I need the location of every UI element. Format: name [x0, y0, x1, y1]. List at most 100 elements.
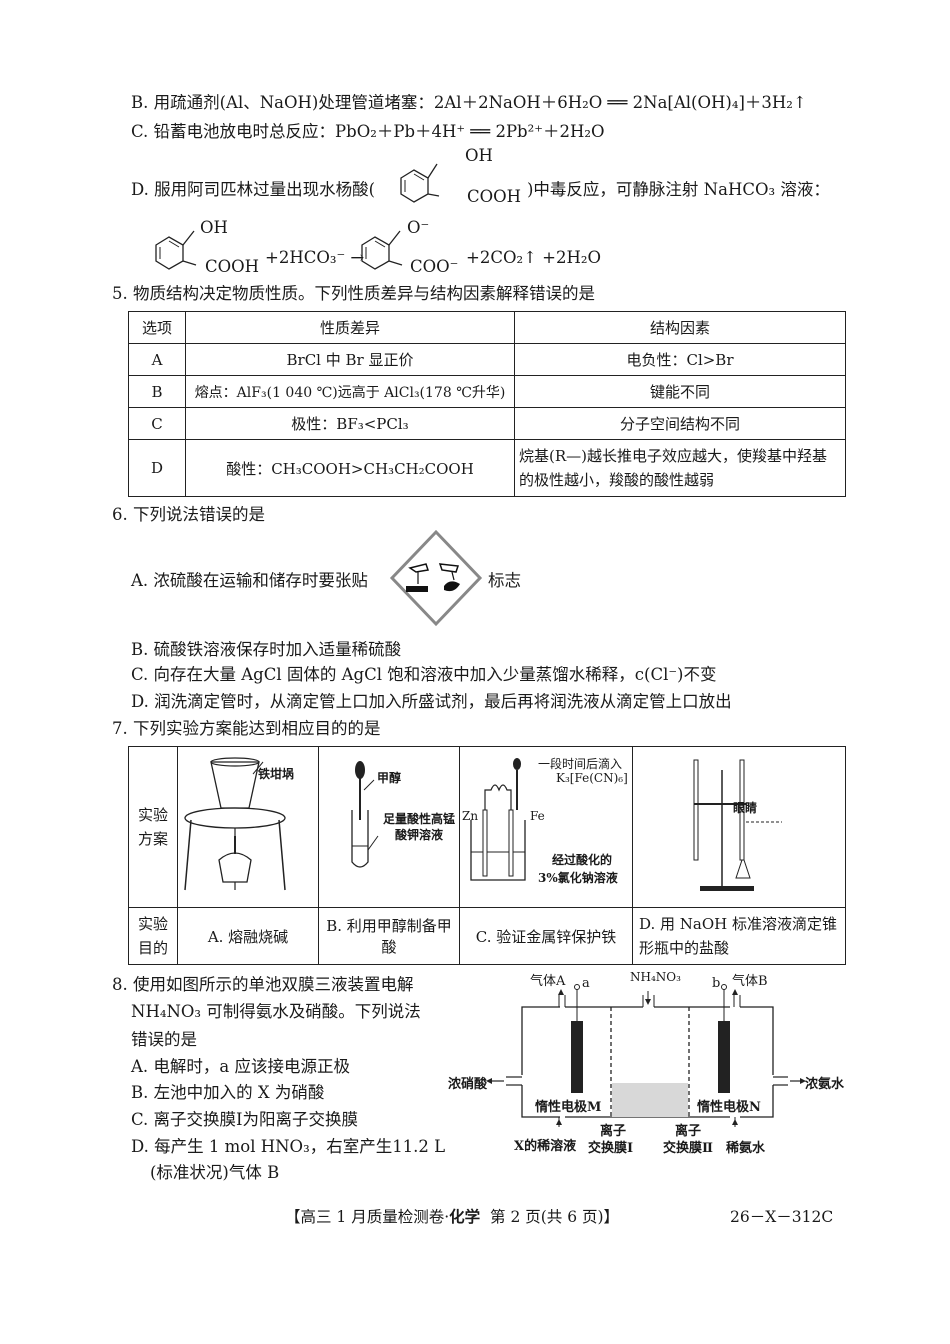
- row-property: 酸性：CH₃COOH>CH₃CH₂COOH: [185, 439, 515, 497]
- q8-option-c: C. 离子交换膜Ⅰ为阳离子交换膜: [131, 1110, 359, 1129]
- reaction-tail: +2CO₂↑ +2H₂O: [466, 248, 602, 267]
- figure-c-label-nacl: 3%氯化钠溶液: [538, 871, 618, 885]
- reaction-reagent: +2HCO₃⁻ →: [265, 248, 365, 267]
- header-factor: 结构因素: [514, 311, 846, 344]
- purpose-c: C. 验证金属锌保护铁: [459, 907, 633, 965]
- diagram-inlet-x-dilute: X的稀溶液: [514, 1139, 577, 1154]
- figure-c-label-reagent: K₃[Fe(CN)₆]: [556, 771, 628, 785]
- q8-stem-line3: 错误的是: [131, 1030, 197, 1049]
- crucible-apparatus-figure: [184, 757, 286, 891]
- row-factor: 烷基(R—)越长推电子效应越大，使羧基中羟基的极性越小，羧酸的酸性越弱: [514, 439, 846, 497]
- row-label-purpose: 实验目的: [128, 907, 178, 965]
- figure-c-cell: 一段时间后滴入 K₃[Fe(CN)₆] Zn Fe 经过酸化的 3%氯化钠溶液: [459, 746, 633, 908]
- figure-c-label-acidified: 经过酸化的: [552, 853, 613, 867]
- q6-option-b: B. 硫酸铁溶液保存时加入适量稀硫酸: [131, 640, 402, 659]
- diagram-inlet-dilute-ammonia: 稀氨水: [726, 1141, 766, 1156]
- q6-option-a-before: A. 浓硫酸在运输和储存时要张贴: [131, 571, 368, 590]
- footer-subject: 化学: [449, 1207, 481, 1226]
- figure-c-label-zn: Zn: [462, 809, 479, 823]
- figure-b-label-kmno4: 足量酸性高锰酸钾溶液: [382, 812, 455, 842]
- row-property: 熔点：AlF₃(1 040 ℃)远高于 AlCl₃(178 ℃升华): [185, 375, 515, 408]
- row-factor: 电负性：Cl>Br: [514, 343, 846, 376]
- table-header-row: 选项 性质差异 结构因素: [128, 311, 846, 344]
- table-row: C 极性：BF₃<PCl₃ 分子空间结构不同: [128, 407, 846, 440]
- q6-option-c: C. 向存在大量 AgCl 固体的 AgCl 饱和溶液中加入少量蒸馏水稀释，c(…: [131, 665, 717, 684]
- q4-option-c-text: C. 铅蓄电池放电时总反应：: [131, 122, 336, 141]
- test-tube-figure: [351, 761, 379, 868]
- table-row: B 熔点：AlF₃(1 040 ℃)远高于 AlCl₃(178 ℃升华) 键能不…: [128, 375, 846, 408]
- row-label-plan: 实验方案: [128, 746, 178, 908]
- purpose-b: B. 利用甲醇制备甲酸: [318, 907, 460, 965]
- structure-oh-label: OH: [465, 146, 493, 165]
- diagram-feed-nh4no3: NH₄NO₃: [630, 970, 681, 984]
- reactant-oh: OH: [200, 218, 228, 237]
- titration-figure: [693, 759, 782, 891]
- row-option: C: [128, 407, 186, 440]
- diagram-membrane-2-label2: 交换膜Ⅱ: [663, 1141, 713, 1156]
- product-coo-minus: COO⁻: [410, 257, 459, 276]
- q5-stem: 5. 物质结构决定物质性质。下列性质差异与结构因素解释错误的是: [112, 284, 595, 303]
- q4-option-d-text-before: D. 服用阿司匹林过量出现水杨酸(: [131, 180, 376, 199]
- purpose-d: D. 用 NaOH 标准溶液滴定锥形瓶中的盐酸: [632, 907, 846, 965]
- figure-a-cell: 铁坩埚: [177, 746, 319, 908]
- plan-row: 实验方案 铁坩埚: [128, 746, 846, 908]
- diagram-outlet-concentrated-nitric-acid: 浓硝酸: [448, 1077, 488, 1092]
- q4-option-c-equation: PbO₂＋Pb＋4H⁺ ══ 2Pb²⁺＋2H₂O: [335, 122, 605, 141]
- structure-cooh-label: COOH: [467, 187, 522, 206]
- table-row: A BrCl 中 Br 显正价 电负性：Cl>Br: [128, 343, 846, 376]
- q7-stem: 7. 下列实验方案能达到相应目的的是: [112, 719, 381, 738]
- diagram-gas-b: 气体B: [732, 974, 768, 989]
- table-row: D 酸性：CH₃COOH>CH₃CH₂COOH 烷基(R—)越长推电子效应越大，…: [128, 439, 846, 497]
- q7-table: 实验方案 铁坩埚: [128, 746, 846, 965]
- purpose-label: 实验目的: [137, 915, 168, 957]
- galvanic-cell-figure: [470, 758, 526, 881]
- purpose-row: 实验目的 A. 熔融烧碱 B. 利用甲醇制备甲酸 C. 验证金属锌保护铁 D. …: [128, 907, 846, 965]
- electrolysis-cell-diagram: [486, 984, 806, 1127]
- row-factor: 键能不同: [514, 375, 846, 408]
- q4-option-b-text: B. 用疏通剂(Al、NaOH)处理管道堵塞：: [131, 93, 434, 112]
- diagram-outlet-concentrated-ammonia: 浓氨水: [805, 1077, 845, 1092]
- reactant-structure: [155, 230, 197, 270]
- header-property: 性质差异: [185, 311, 515, 344]
- header-option: 选项: [128, 311, 186, 344]
- q8-option-a: A. 电解时，a 应该接电源正极: [131, 1057, 350, 1076]
- diagram-electrode-m: 惰性电极M: [535, 1100, 602, 1115]
- product-o-minus: O⁻: [407, 218, 430, 237]
- figure-a-label: 铁坩埚: [258, 767, 295, 781]
- q6-stem: 6. 下列说法错误的是: [112, 505, 265, 524]
- q4-option-c: C. 铅蓄电池放电时总反应：PbO₂＋Pb＋4H⁺ ══ 2Pb²⁺＋2H₂O: [131, 122, 604, 142]
- diagram-terminal-b: b: [712, 976, 721, 991]
- diagram-electrode-n: 惰性电极N: [697, 1100, 761, 1115]
- figure-c-label-fe: Fe: [530, 809, 545, 823]
- footer-page-number: 第 2 页(共 6 页)】: [480, 1208, 620, 1226]
- q8-option-d-line1: D. 每产生 1 mol HNO₃，右室产生11.2 L: [131, 1137, 446, 1156]
- plan-label: 实验方案: [137, 806, 168, 848]
- purpose-a: A. 熔融烧碱: [177, 907, 319, 965]
- row-factor: 分子空间结构不同: [514, 407, 846, 440]
- diagram-gas-a: 气体A: [530, 974, 566, 989]
- salicylic-acid-structure: [400, 163, 440, 203]
- figure-b-label-methanol: 甲醇: [377, 771, 402, 785]
- row-option: D: [128, 439, 186, 497]
- q5-table: 选项 性质差异 结构因素 A BrCl 中 Br 显正价 电负性：Cl>Br B…: [128, 311, 846, 497]
- diagram-membrane-1-label2: 交换膜Ⅰ: [588, 1141, 634, 1156]
- q4-option-b: B. 用疏通剂(Al、NaOH)处理管道堵塞：2Al＋2NaOH＋6H₂O ══…: [131, 93, 807, 113]
- reactant-cooh: COOH: [205, 257, 260, 276]
- q8-stem-line2: NH₄NO₃ 可制得氨水及硝酸。下列说法: [131, 1002, 421, 1021]
- q8-option-d-line2: (标准状况)气体 B: [150, 1163, 280, 1182]
- row-option: B: [128, 375, 186, 408]
- q6-option-d: D. 润洗滴定管时，从滴定管上口加入所盛试剂，最后再将润洗液从滴定管上口放出: [131, 692, 732, 711]
- row-property: 极性：BF₃<PCl₃: [185, 407, 515, 440]
- q6-option-a-after: 标志: [488, 571, 521, 590]
- q8-option-b: B. 左池中加入的 X 为硝酸: [131, 1083, 325, 1102]
- q8-stem-line1: 8. 使用如图所示的单池双膜三液装置电解: [112, 975, 414, 994]
- figure-c-label-drip: 一段时间后滴入: [538, 757, 623, 771]
- footer-code: 26－X－312C: [730, 1208, 834, 1226]
- diagram-membrane-2-label1: 离子: [675, 1124, 702, 1139]
- q4-option-b-equation: 2Al＋2NaOH＋6H₂O ══ 2Na[Al(OH)₄]＋3H₂↑: [433, 93, 807, 112]
- q4-option-d-text-after: )中毒反应，可静脉注射 NaHCO₃ 溶液：: [527, 180, 830, 199]
- figure-d-label-eye: 眼睛: [733, 801, 758, 815]
- figure-b-cell: 甲醇 足量酸性高锰酸钾溶液: [318, 746, 460, 908]
- row-property: BrCl 中 Br 显正价: [185, 343, 515, 376]
- footer-exam-name: 【高三 1 月质量检测卷·: [285, 1208, 450, 1226]
